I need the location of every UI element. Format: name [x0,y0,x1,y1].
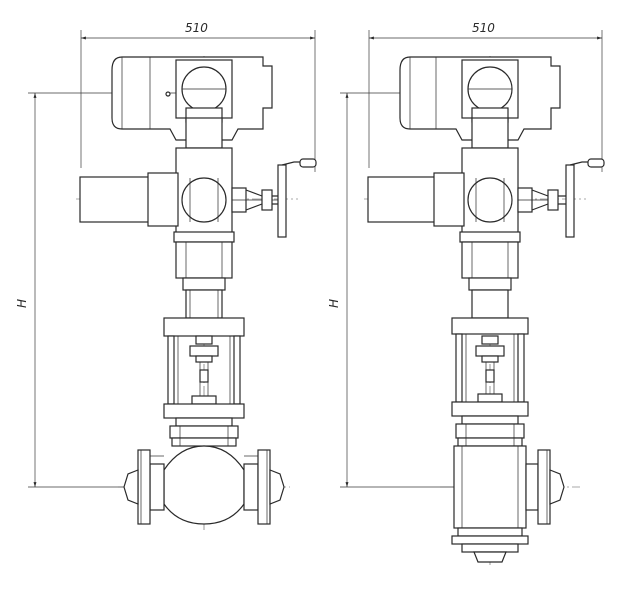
right-yoke [451,317,529,417]
left-yoke [163,317,245,419]
right-gearbox [367,117,559,237]
left-view: 510 H [15,21,317,530]
right-lower-housing [459,231,521,319]
left-height-label: H [15,299,29,308]
right-valve-body [451,445,565,563]
left-actuator-motor [111,56,273,141]
left-gearbox [79,117,273,237]
right-view: 510 H [327,21,605,565]
left-height-dimension: H [15,92,175,488]
left-handwheel [272,158,317,238]
left-lower-housing [173,231,235,319]
left-width-dimension: 510 [80,21,316,172]
right-width-label: 510 [472,21,495,35]
right-handwheel [558,158,605,238]
left-width-label: 510 [185,21,208,35]
right-bonnet [455,415,525,447]
right-actuator-motor [399,56,561,141]
right-height-label: H [327,299,341,308]
left-valve-body [123,445,285,525]
left-bonnet [169,417,239,447]
right-width-dimension: 510 [368,21,603,172]
right-height-dimension: H [327,92,463,488]
